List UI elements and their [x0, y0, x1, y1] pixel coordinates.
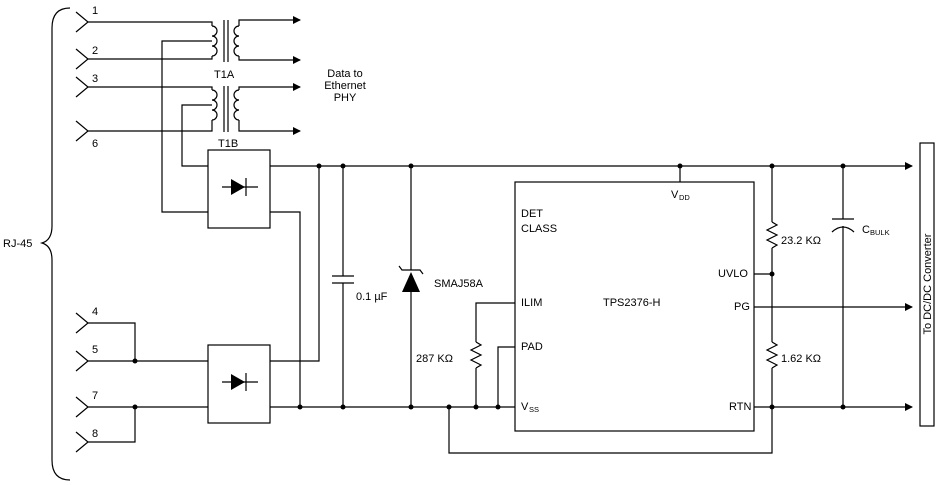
pin-label-2: 2 — [92, 45, 98, 57]
junction-dot — [132, 358, 138, 364]
t1b-label: T1B — [218, 138, 238, 150]
junction-dot — [316, 163, 322, 169]
pin-label-1: 1 — [92, 5, 98, 17]
ic-name: TPS2376-H — [603, 297, 661, 309]
ic-vss-pin: V — [521, 401, 529, 413]
tvs-label: SMAJ58A — [434, 278, 484, 290]
rj45-label: RJ-45 — [3, 238, 32, 250]
ic-vdd-pin: V — [671, 189, 679, 201]
junction-dot — [408, 404, 414, 410]
dcdc-converter-label: To DC/DC Converter — [922, 233, 934, 334]
pin-label-7: 7 — [92, 390, 98, 402]
t1a-label: T1A — [214, 69, 235, 81]
pin-chevron-2 — [75, 48, 89, 70]
ic-ilim-pin: ILIM — [521, 297, 542, 309]
junction-dot — [769, 163, 775, 169]
cbulk-label: C — [862, 224, 870, 236]
pin-chevron-5 — [75, 350, 89, 372]
junction-dot — [840, 163, 846, 169]
junction-dot — [132, 404, 138, 410]
cbulk-label-sub: BULK — [870, 228, 890, 237]
resistor-23-2k — [765, 166, 779, 342]
junction-dot — [473, 404, 479, 410]
pin-label-8: 8 — [92, 428, 98, 440]
phy-note-line-1: Data to — [327, 68, 362, 80]
pin-chevron-4 — [75, 312, 89, 334]
pin-label-4: 4 — [92, 306, 98, 318]
junction-dot — [408, 163, 414, 169]
junction-dot — [769, 404, 775, 410]
junction-dot — [297, 404, 303, 410]
ic-vss-pin-sub: SS — [529, 405, 539, 414]
resistor-1-62k — [765, 341, 779, 407]
r-ilim-label: 287 KΩ — [416, 353, 453, 365]
phy-note-line-3: PHY — [334, 92, 357, 104]
junction-dot — [340, 163, 346, 169]
resistor-287k — [469, 302, 515, 407]
junction-dot — [769, 271, 775, 277]
junction-dot — [340, 404, 346, 410]
junction-dot — [495, 404, 501, 410]
pin-chevron-1 — [75, 11, 89, 33]
ic-class-pin: CLASS — [521, 223, 557, 235]
transformer-t1a — [88, 16, 301, 213]
pin-chevron-3 — [75, 76, 89, 98]
ic-pad-pin: PAD — [521, 341, 543, 353]
capacitor-0-1uf — [332, 166, 354, 407]
capacitor-cbulk — [831, 166, 855, 407]
junction-dot — [446, 404, 452, 410]
r-top-label: 23.2 KΩ — [781, 235, 821, 247]
junction-dot — [840, 404, 846, 410]
pin-label-6: 6 — [92, 138, 98, 150]
pin-label-3: 3 — [92, 73, 98, 85]
junction-dot — [677, 163, 683, 169]
pin-chevron-6 — [75, 120, 89, 142]
ic-rtn-pin: RTN — [729, 401, 751, 413]
phy-note-line-2: Ethernet — [324, 80, 366, 92]
pin-chevron-8 — [75, 431, 89, 453]
r-bottom-label: 1.62 KΩ — [781, 353, 821, 365]
rj45-brace — [39, 7, 71, 481]
ic-uvlo-pin: UVLO — [718, 268, 748, 280]
pin-chevron-7 — [75, 396, 89, 418]
pin-label-5: 5 — [92, 344, 98, 356]
tvs-diode-smaj58a — [398, 166, 424, 407]
transformer-t1b — [88, 83, 301, 167]
ic-pg-pin: PG — [734, 301, 750, 313]
dcdc-converter-block — [919, 142, 935, 427]
ic-det-pin: DET — [521, 208, 543, 220]
bridge-rectifier-bottom — [207, 344, 271, 424]
bridge-rectifier-top — [207, 149, 271, 229]
cap-0-1uf-label: 0.1 µF — [356, 291, 388, 303]
ic-vdd-pin-sub: DD — [679, 193, 690, 202]
